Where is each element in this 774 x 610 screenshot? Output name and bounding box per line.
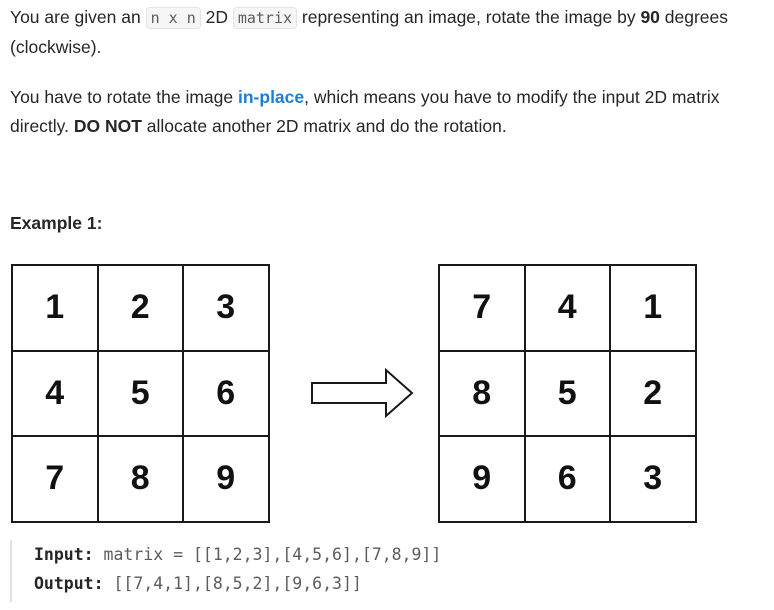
input-matrix-grid: 1 2 3 4 5 6 7 8 9 <box>11 264 270 523</box>
desc-text-2: , which means you have to modify the inp… <box>10 87 720 136</box>
output-cell: 2 <box>611 351 697 437</box>
output-cell: 3 <box>611 437 697 523</box>
output-value: [[7,4,1],[8,5,2],[9,6,3]] <box>103 574 362 593</box>
input-cell: 9 <box>184 437 270 523</box>
input-cell: 6 <box>184 351 270 437</box>
problem-constraints: You have to rotate the image in-place, w… <box>10 83 760 141</box>
inline-code-matrix: matrix <box>232 7 298 29</box>
intro-text-1: You are given an <box>10 7 146 27</box>
output-cell: 9 <box>440 437 526 523</box>
input-cell: 2 <box>98 266 184 352</box>
input-cell: 8 <box>98 437 184 523</box>
output-cell: 5 <box>525 351 611 437</box>
bold-90: 90 <box>640 7 660 27</box>
in-place-link[interactable]: in-place <box>238 87 305 107</box>
desc-text-1: You have to rotate the image <box>10 87 238 107</box>
intro-text-4: degrees (clockwise). <box>10 7 729 57</box>
inline-code-n: n x n <box>145 7 201 29</box>
output-cell: 1 <box>611 266 697 352</box>
output-matrix-grid: 7 4 1 8 5 2 9 6 3 <box>438 264 697 523</box>
output-line: Output: [[7,4,1],[8,5,2],[9,6,3]] <box>34 569 441 598</box>
output-cell: 8 <box>440 351 526 437</box>
intro-text-3: representing an image, rotate the image … <box>297 7 641 27</box>
output-cell: 7 <box>440 266 526 352</box>
input-label: Input: <box>34 545 94 564</box>
bold-do-not: DO NOT <box>73 116 142 136</box>
input-cell: 3 <box>184 266 270 352</box>
input-cell: 7 <box>13 437 99 523</box>
input-value: matrix = [[1,2,3],[4,5,6],[7,8,9]] <box>93 545 442 564</box>
input-line: Input: matrix = [[1,2,3],[4,5,6],[7,8,9]… <box>34 540 441 569</box>
example-title: Example 1: <box>10 213 103 233</box>
input-cell: 5 <box>98 351 184 437</box>
problem-intro: You are given an n x n 2D matrix represe… <box>10 3 760 62</box>
input-cell: 1 <box>13 266 99 352</box>
example-io-block: Input: matrix = [[1,2,3],[4,5,6],[7,8,9]… <box>10 540 441 602</box>
output-cell: 4 <box>525 266 611 352</box>
right-arrow-icon <box>311 368 414 418</box>
desc-text-3: allocate another 2D matrix and do the ro… <box>141 116 507 136</box>
output-cell: 6 <box>525 437 611 523</box>
input-cell: 4 <box>13 351 99 437</box>
intro-text-2: 2D <box>200 7 233 27</box>
output-label: Output: <box>34 574 104 593</box>
